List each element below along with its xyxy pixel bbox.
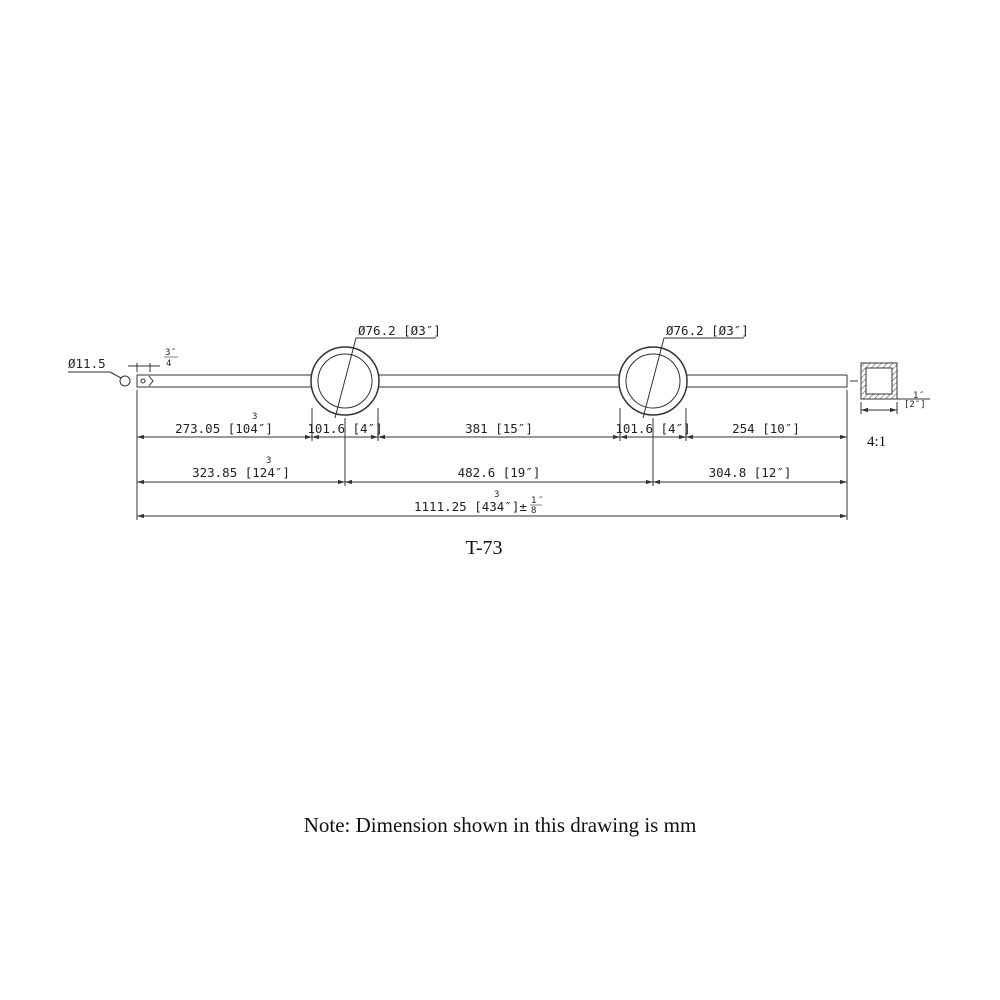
ring-left xyxy=(310,346,380,416)
drawing-note: Note: Dimension shown in this drawing is… xyxy=(304,813,697,837)
row1-ring1-label: 101.6 [4″] xyxy=(307,421,382,436)
ring-right xyxy=(618,346,688,416)
tube-size-unit: ″ xyxy=(919,391,924,401)
row3-tolerance-den: 8 xyxy=(531,506,536,516)
row2-seg2-label: 482.6 [19″] xyxy=(458,465,541,480)
row3-total-label: 1111.25 [434″]± xyxy=(414,499,527,514)
towel-bar-profile xyxy=(68,337,848,419)
row1-ring2-label: 101.6 [4″] xyxy=(615,421,690,436)
ring-left-diameter-label: Ø76.2 [Ø3″] xyxy=(358,323,441,338)
pin-offset-num: 3 xyxy=(165,348,170,358)
tube-section-detail xyxy=(850,362,930,414)
pin-offset-unit: ″ xyxy=(171,348,176,358)
row3-total-fraction: 3 xyxy=(494,490,499,500)
tube-size-label: [2″] xyxy=(904,400,926,410)
row3-tolerance-num: 1 xyxy=(531,496,536,506)
row3-tolerance-unit: ″ xyxy=(538,496,543,506)
row2-seg1-fraction: 3 xyxy=(266,456,271,466)
pin-leader xyxy=(109,371,122,379)
ring-right-leader xyxy=(642,337,665,419)
row1-seg1-fraction: 3 xyxy=(252,412,257,422)
row1-seg3-label: 254 [10″] xyxy=(732,421,800,436)
ring-right-diameter-label: Ø76.2 [Ø3″] xyxy=(666,323,749,338)
row2-seg3-label: 304.8 [12″] xyxy=(709,465,792,480)
end-cap-notch xyxy=(148,375,154,387)
pin-offset-den: 4 xyxy=(166,359,171,369)
mounting-pin-circle xyxy=(119,375,131,387)
ring-left-leader xyxy=(334,337,357,419)
tube-size-num: 1 xyxy=(913,391,918,401)
row2-seg1-label: 323.85 [124″] xyxy=(192,465,290,480)
part-label: T-73 xyxy=(465,537,502,559)
scale-label: 4:1 xyxy=(867,434,886,450)
end-cap-hole xyxy=(140,378,146,384)
row1-seg1-label: 273.05 [104″] xyxy=(175,421,273,436)
row1-seg2-label: 381 [15″] xyxy=(465,421,533,436)
pin-diameter-label: Ø11.5 xyxy=(68,356,106,371)
